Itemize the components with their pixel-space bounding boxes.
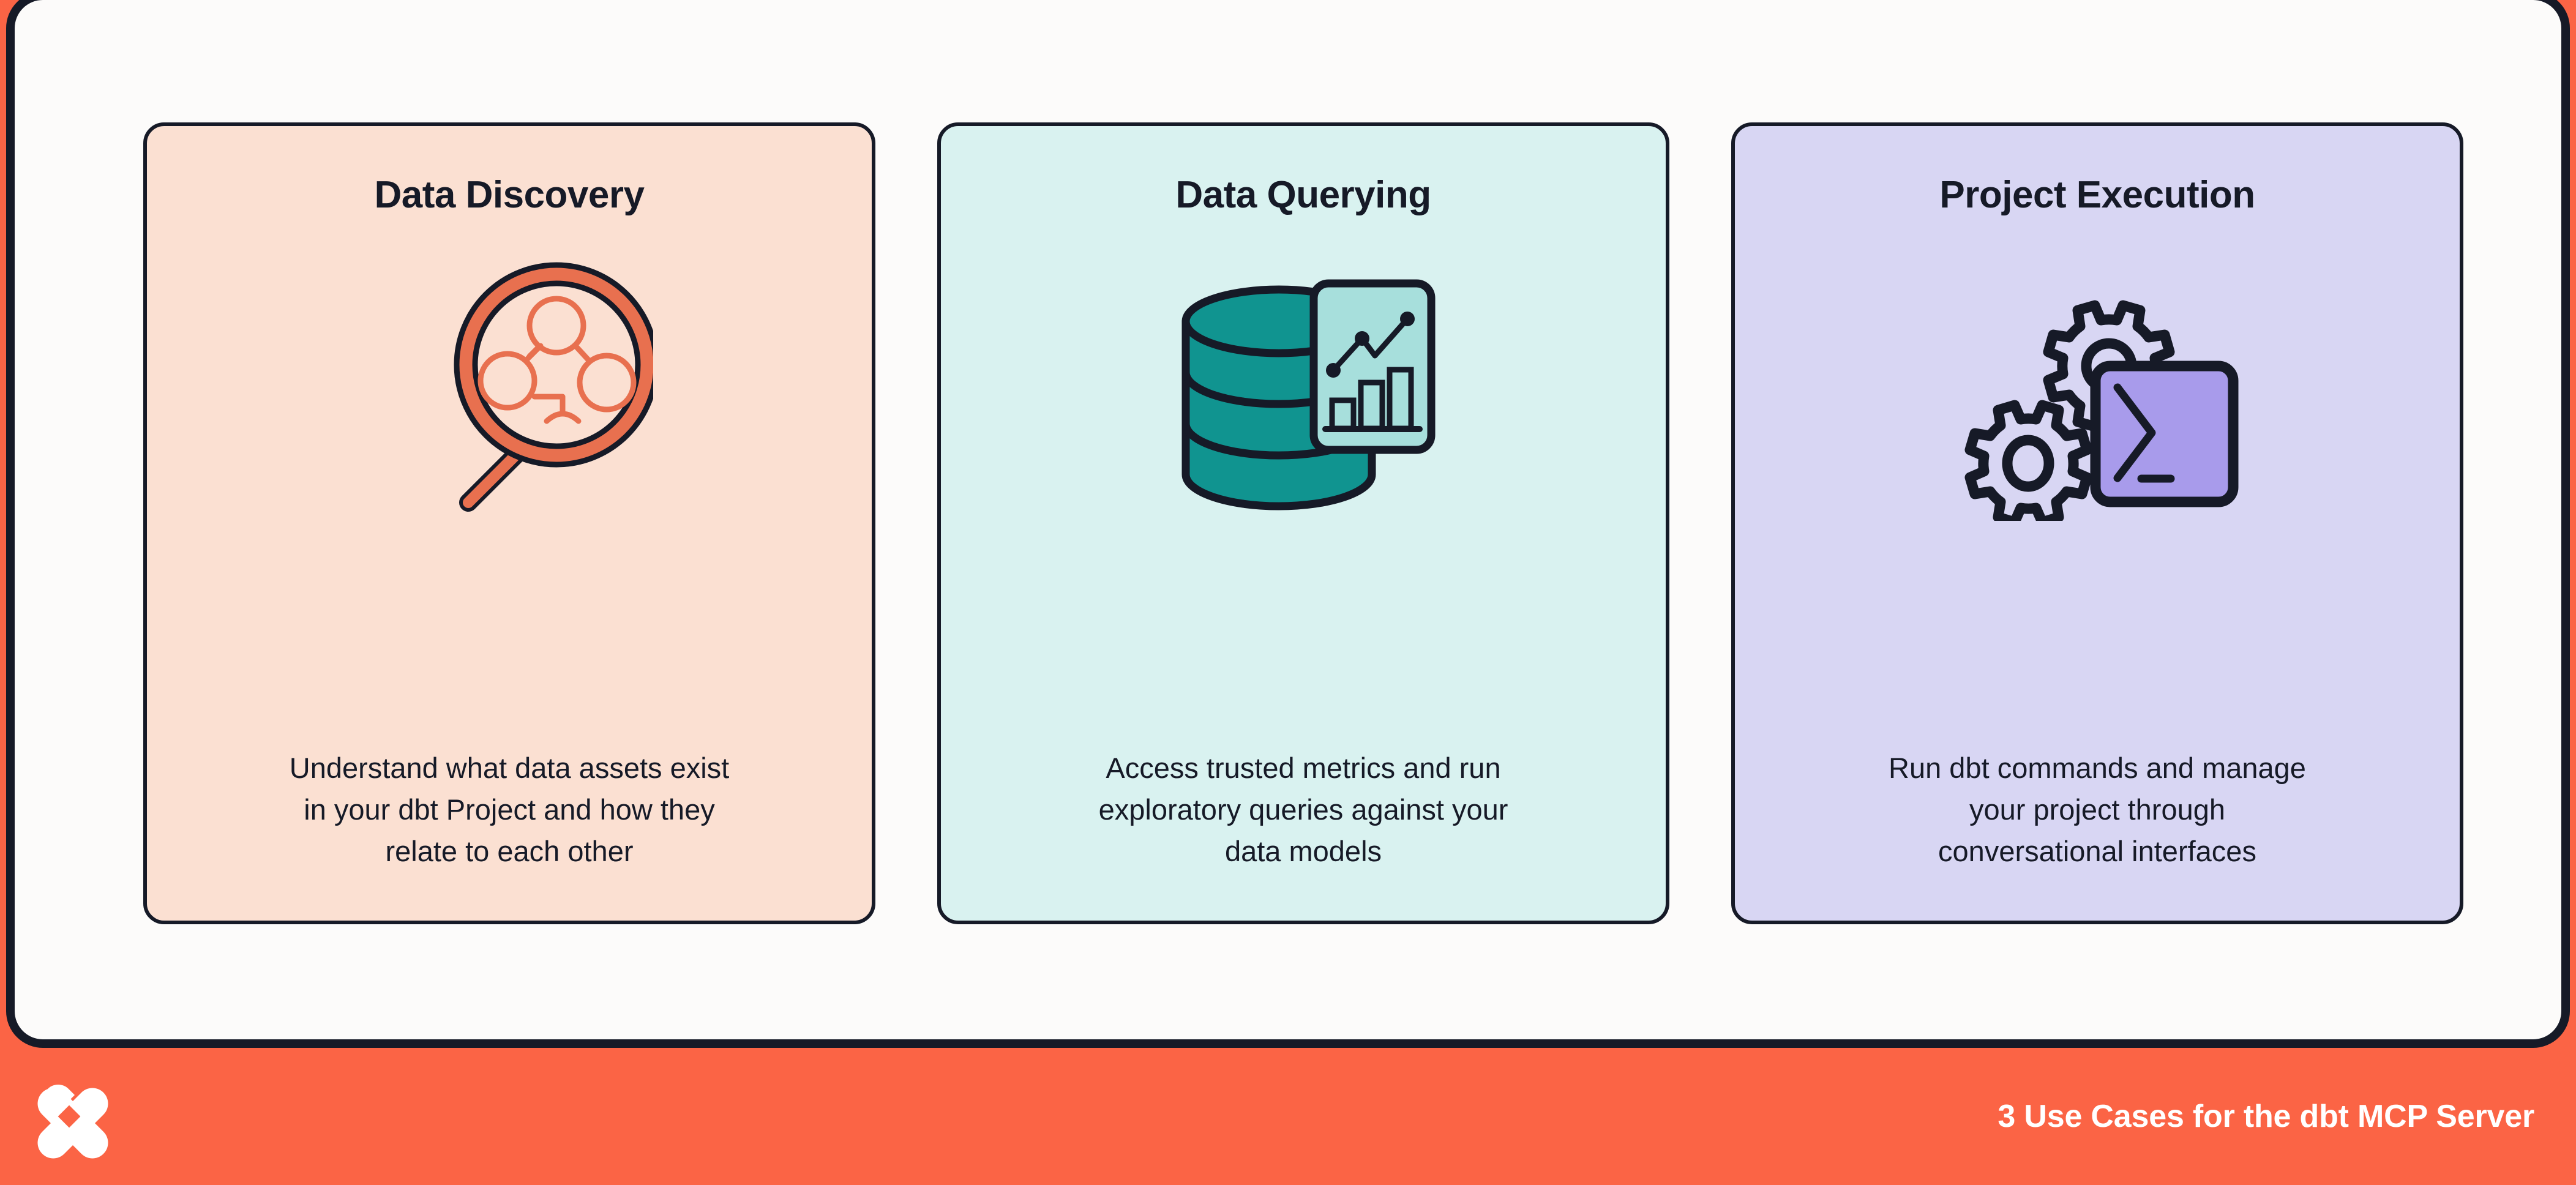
- use-case-card-row: Data Discovery: [143, 122, 2463, 924]
- gear-icon-front: [1964, 400, 2092, 521]
- card-description: Understand what data assets exist in you…: [289, 752, 730, 868]
- gears-terminal-icon: [1735, 242, 2460, 561]
- database-analytics-icon: [941, 242, 1666, 561]
- footer-caption: 3 Use Cases for the dbt MCP Server: [1998, 1099, 2534, 1134]
- card-description: Access trusted metrics and run explorato…: [1098, 752, 1508, 868]
- card-title: Data Querying: [1175, 174, 1431, 216]
- use-case-card-data-discovery[interactable]: Data Discovery: [143, 122, 875, 924]
- magnifying-glass-lineage-icon: [147, 242, 872, 561]
- card-title: Project Execution: [1939, 174, 2255, 216]
- card-description: Run dbt commands and manage your project…: [1889, 752, 2306, 868]
- footer-bar: 3 Use Cases for the dbt MCP Server: [0, 1048, 2576, 1185]
- use-case-card-data-querying[interactable]: Data Querying: [937, 122, 1669, 924]
- card-title: Data Discovery: [374, 174, 645, 216]
- content-panel: Data Discovery: [6, 0, 2570, 1048]
- dbt-logo: [23, 1071, 115, 1162]
- use-case-card-project-execution[interactable]: Project Execution: [1731, 122, 2463, 924]
